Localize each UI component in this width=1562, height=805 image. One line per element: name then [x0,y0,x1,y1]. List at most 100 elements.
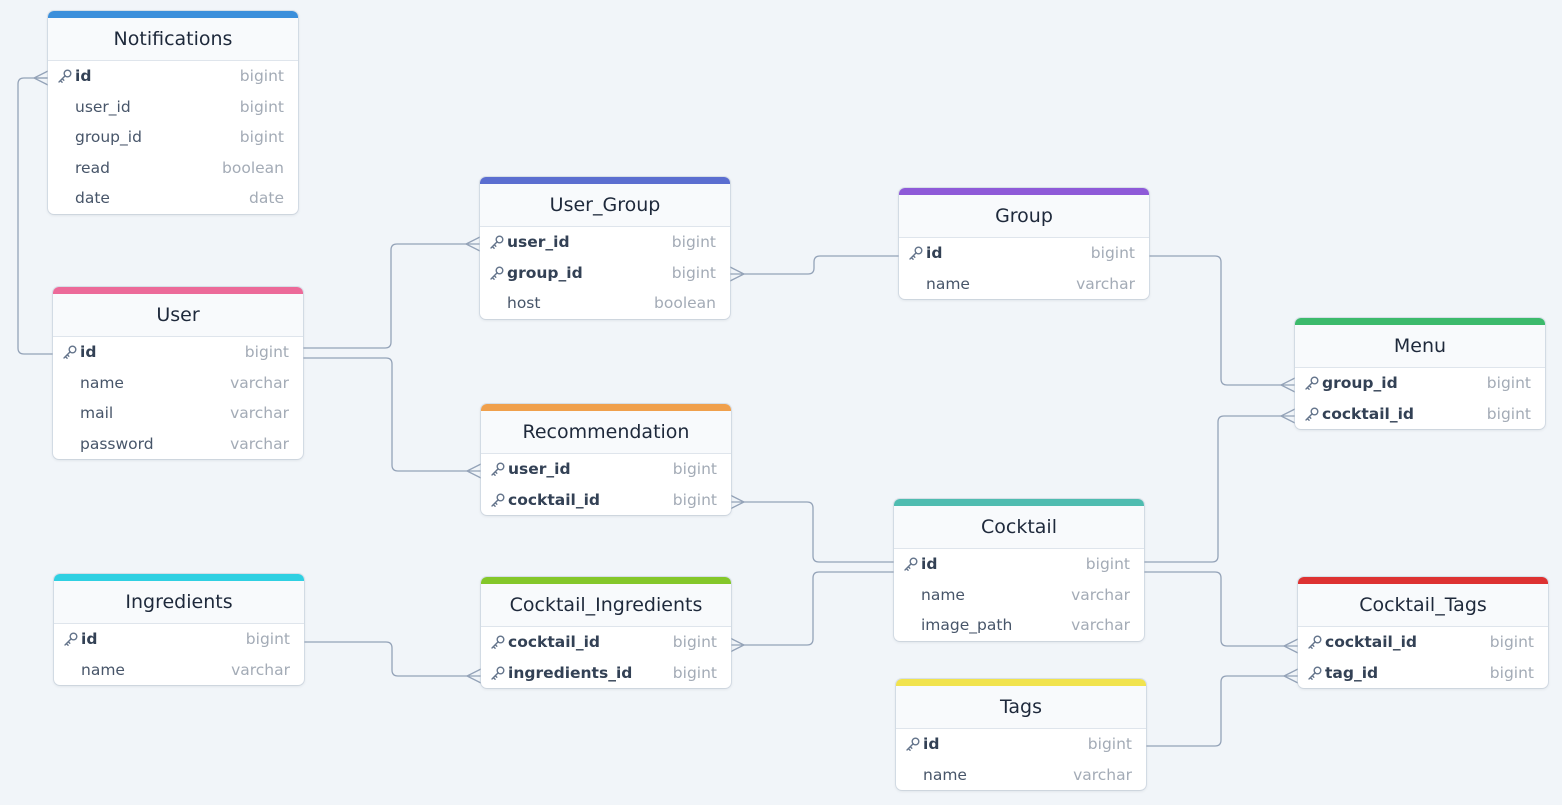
field-name: cocktail_id [508,490,600,509]
key-icon [61,343,79,361]
table-title[interactable]: Group [899,195,1149,238]
crowfoot-recommendation-userid [465,463,482,479]
field-type: bigint [1489,663,1534,682]
table-title[interactable]: Cocktail_Tags [1298,584,1548,627]
table-title[interactable]: Cocktail_Ingredients [481,584,731,627]
field-name: mail [80,404,114,423]
field-type: varchar [231,660,290,679]
key-icon [907,244,925,262]
table-color-bar [48,11,298,18]
key-icon [1303,374,1321,392]
field-type: bigint [1087,735,1132,754]
field-row[interactable]: name varchar [54,655,304,686]
field-name: name [926,274,970,293]
key-icon [489,633,507,651]
field-row[interactable]: id bigint [894,549,1144,580]
connector-group-usergroup[interactable] [730,255,899,275]
key-icon [489,460,507,478]
table-title[interactable]: Menu [1295,325,1545,368]
table-color-bar [896,679,1146,686]
field-type: varchar [230,434,289,453]
connector-ingredients-cocktailingredients[interactable] [304,641,481,677]
connector-cocktail-cocktailingredients[interactable] [730,571,894,646]
table-title[interactable]: Recommendation [481,411,731,454]
field-name: user_id [75,97,131,116]
field-row[interactable]: tag_id bigint [1298,658,1548,689]
field-type: bigint [1486,404,1531,423]
field-name: password [80,434,154,453]
field-row[interactable]: password varchar [53,429,303,460]
field-name: cocktail_id [508,633,600,652]
table-title[interactable]: Tags [896,686,1146,729]
table-color-bar [1298,577,1548,584]
connector-group-menu[interactable] [1149,255,1295,386]
field-name: host [507,294,541,313]
table-color-bar [899,188,1149,195]
table-title[interactable]: Notifications [48,18,298,61]
connector-user-notifications[interactable] [17,77,53,355]
field-row[interactable]: cocktail_id bigint [1295,399,1545,430]
field-type: bigint [239,67,284,86]
table-title[interactable]: Ingredients [54,581,304,624]
crowfoot-cocktailingredients-cocktailid [729,637,746,653]
field-type: bigint [1489,633,1534,652]
table-title[interactable]: User_Group [480,184,730,227]
connector-cocktail-cocktailtags[interactable] [1143,571,1298,647]
field-name: name [81,660,125,679]
table-title[interactable]: Cocktail [894,506,1144,549]
field-name: user_id [507,233,570,252]
key-icon [62,630,80,648]
field-row[interactable]: id bigint [48,61,298,92]
field-name: tag_id [1325,663,1379,682]
connector-user-recommendation[interactable] [303,357,481,472]
field-name: id [75,67,92,86]
crowfoot-notifications-id [32,70,49,86]
connector-cocktail-recommendation[interactable] [730,501,894,563]
connector-cocktail-menu[interactable] [1143,415,1295,563]
field-type: bigint [671,263,716,282]
field-name: id [921,555,938,574]
field-name: date [75,189,110,208]
table-title[interactable]: User [53,294,303,337]
field-type: bigint [1085,555,1130,574]
connector-tags-cocktailtags[interactable] [1146,675,1298,747]
field-name: cocktail_id [1322,404,1414,423]
field-name: id [81,630,98,649]
connector-user-usergroup[interactable] [303,243,480,349]
crowfoot-menu-cocktailid [1279,408,1296,424]
